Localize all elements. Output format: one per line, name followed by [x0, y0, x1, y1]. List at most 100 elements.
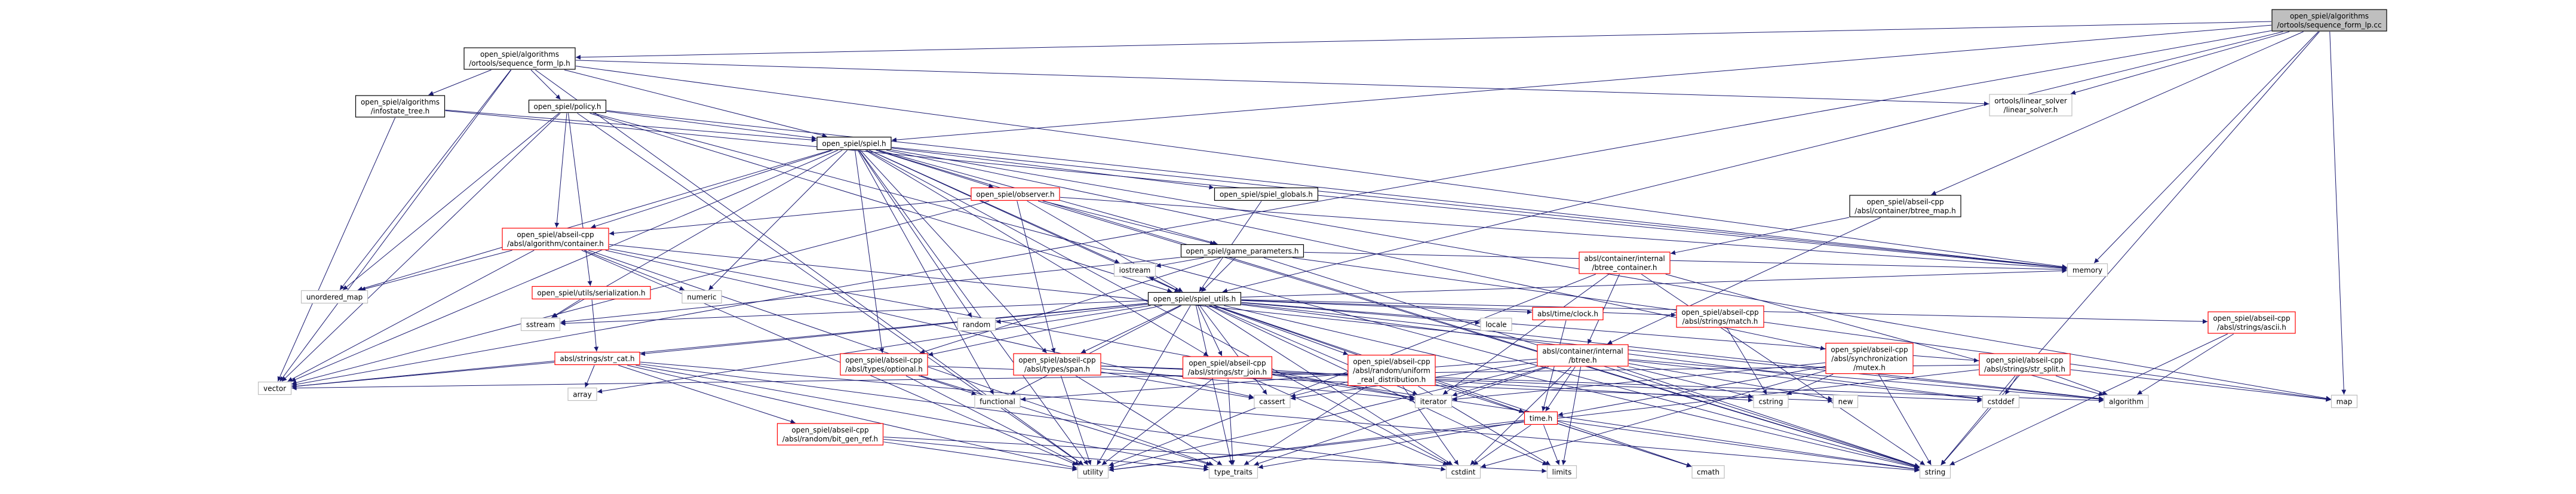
node-game-params[interactable]: open_spiel/game_parameters.h: [1180, 244, 1304, 258]
node-functional: functional: [974, 394, 1021, 409]
node-infostate-tree[interactable]: open_spiel/algorithms/infostate_tree.h: [355, 95, 446, 118]
edge-line: [1402, 386, 1459, 465]
edge-line: [575, 21, 2272, 60]
node-iterator: iterator: [1414, 394, 1453, 409]
edge-line: [920, 375, 1211, 466]
node-spiel-globals[interactable]: open_spiel/spiel_globals.h: [1214, 187, 1319, 201]
node-spiel[interactable]: open_spiel/spiel.h: [816, 136, 892, 151]
node-time[interactable]: time.h: [1524, 411, 1558, 425]
node-label: iostream: [1119, 266, 1151, 275]
edge-spiel-to-memory: [891, 146, 2067, 270]
node-observer[interactable]: open_spiel/observer.h: [971, 187, 1060, 201]
node-clock[interactable]: absl/time/clock.h: [1532, 306, 1604, 321]
node-str-join[interactable]: open_spiel/abseil-cpp/absl/strings/str_j…: [1182, 356, 1273, 379]
node-label: random: [963, 321, 991, 329]
edge-line: [1224, 305, 1920, 470]
edge-bit-gen-ref-to-limits: [883, 437, 1547, 474]
node-match[interactable]: open_spiel/abseil-cpp/absl/strings/match…: [1676, 305, 1764, 328]
node-spiel-utils[interactable]: open_spiel/spiel_utils.h: [1147, 292, 1242, 306]
node-label: new: [1838, 398, 1853, 406]
node-box: [1825, 342, 1914, 375]
node-policy[interactable]: open_spiel/policy.h: [528, 99, 607, 113]
edge-optional-to-type-traits: [920, 375, 1211, 466]
node-label: /absl/strings/ascii.h: [2217, 323, 2286, 332]
edge-spiel-utils-to-str-cat: [640, 303, 1148, 356]
edge-line: [708, 150, 848, 290]
edge-line: [1588, 274, 1620, 345]
edge-str-cat-to-type-traits: [635, 365, 1209, 470]
edge-seq-h-to-vector: [280, 69, 512, 382]
node-box: [1445, 465, 1481, 479]
edge-line: [575, 60, 1989, 106]
edge-str-split-to-map: [2070, 369, 2331, 402]
edge-line: [1543, 425, 1560, 465]
node-numeric: numeric: [681, 290, 722, 304]
edge-line: [1290, 381, 1348, 398]
node-seq-h[interactable]: open_spiel/algorithms/ortools/sequence_f…: [463, 47, 576, 70]
node-label: /mutex.h: [1853, 364, 1886, 372]
edge-line: [883, 437, 1547, 474]
node-label: open_spiel/abseil-cpp: [1831, 346, 1908, 354]
node-label: /absl/types/span.h: [1024, 365, 1090, 373]
node-box: [816, 136, 892, 151]
edge-line: [1272, 374, 1415, 400]
node-label: open_spiel/abseil-cpp: [1353, 358, 1430, 366]
edge-line: [1941, 31, 2320, 465]
node-label: open_spiel/abseil-cpp: [791, 426, 868, 434]
edge-str-cat-to-bit-gen-ref: [618, 365, 796, 424]
edge-line: [919, 375, 977, 395]
edge-span-to-type-traits: [1075, 375, 1223, 465]
node-ascii[interactable]: open_spiel/abseil-cpp/absl/strings/ascii…: [2207, 311, 2296, 334]
node-mutex[interactable]: open_spiel/abseil-cpp/absl/synchronizati…: [1825, 342, 1914, 375]
node-box: [1524, 411, 1558, 425]
edge-line: [1027, 201, 1183, 292]
edge-line: [627, 365, 1077, 470]
node-span[interactable]: open_spiel/abseil-cpp/absl/types/span.h: [1013, 353, 1101, 376]
edge-btree-container-to-btree: [1588, 274, 1620, 345]
node-label: utility: [1083, 468, 1103, 477]
edge-line: [618, 365, 796, 424]
node-box: [1989, 94, 2073, 116]
edge-spiel-to-unordered-map: [357, 150, 831, 292]
node-btree[interactable]: absl/container/internal/btree.h: [1537, 344, 1629, 367]
node-box: [567, 387, 597, 401]
node-btree-container[interactable]: absl/container/internal/btree_container.…: [1579, 251, 1671, 274]
node-serialization[interactable]: open_spiel/utils/serialization.h: [532, 286, 651, 300]
node-label: /absl/strings/str_split.h: [1984, 365, 2065, 373]
node-label: absl/container/internal: [1542, 347, 1623, 355]
edge-line: [585, 365, 595, 388]
edge-spiel-utils-to-type-traits: [1196, 305, 1233, 465]
edge-str-cat-to-array: [585, 365, 595, 388]
node-btree-map[interactable]: open_spiel/abseil-cpp/absl/container/btr…: [1849, 195, 1961, 217]
edge-line: [1060, 375, 1092, 465]
edge-seq-h-to-policy: [530, 69, 561, 100]
edge-time-to-cmath: [1558, 423, 1692, 468]
node-root[interactable]: open_spiel/algorithms/ortools/sequence_f…: [2271, 9, 2387, 32]
node-container[interactable]: open_spiel/abseil-cpp/absl/algorithm/con…: [502, 228, 609, 250]
edge-time-to-type-traits: [1258, 421, 1524, 470]
edge-btree-to-iterator: [1452, 366, 1546, 397]
node-label: sstream: [526, 321, 555, 329]
node-algorithm: algorithm: [2104, 394, 2149, 409]
edge-line: [857, 150, 994, 395]
node-box: [2331, 394, 2358, 409]
node-str-split[interactable]: open_spiel/abseil-cpp/absl/strings/str_s…: [1979, 353, 2071, 376]
node-label: memory: [2073, 266, 2102, 275]
edge-line: [1227, 378, 1235, 465]
edge-line: [291, 364, 1979, 391]
node-label: open_spiel/spiel_globals.h: [1220, 191, 1313, 199]
node-bit-gen-ref[interactable]: open_spiel/abseil-cpp/absl/random/bit_ge…: [776, 423, 884, 446]
edge-mutex-to-time: [1558, 366, 1826, 417]
node-optional[interactable]: open_spiel/abseil-cpp/absl/types/optiona…: [840, 353, 928, 376]
node-box: [1532, 306, 1604, 321]
edge-line: [1205, 305, 1453, 465]
edge-line: [1452, 366, 1546, 397]
edge-spiel-utils-to-random: [996, 303, 1148, 324]
node-box: [532, 286, 651, 300]
node-str-cat[interactable]: absl/strings/str_cat.h: [554, 351, 640, 366]
edge-line: [1452, 362, 1826, 402]
edge-btree-to-limits: [1561, 366, 1582, 465]
node-uniform[interactable]: open_spiel/abseil-cpp/absl/random/unifor…: [1347, 354, 1436, 386]
edge-spiel-to-container: [591, 150, 833, 229]
node-label: absl/container/internal: [1584, 254, 1665, 263]
